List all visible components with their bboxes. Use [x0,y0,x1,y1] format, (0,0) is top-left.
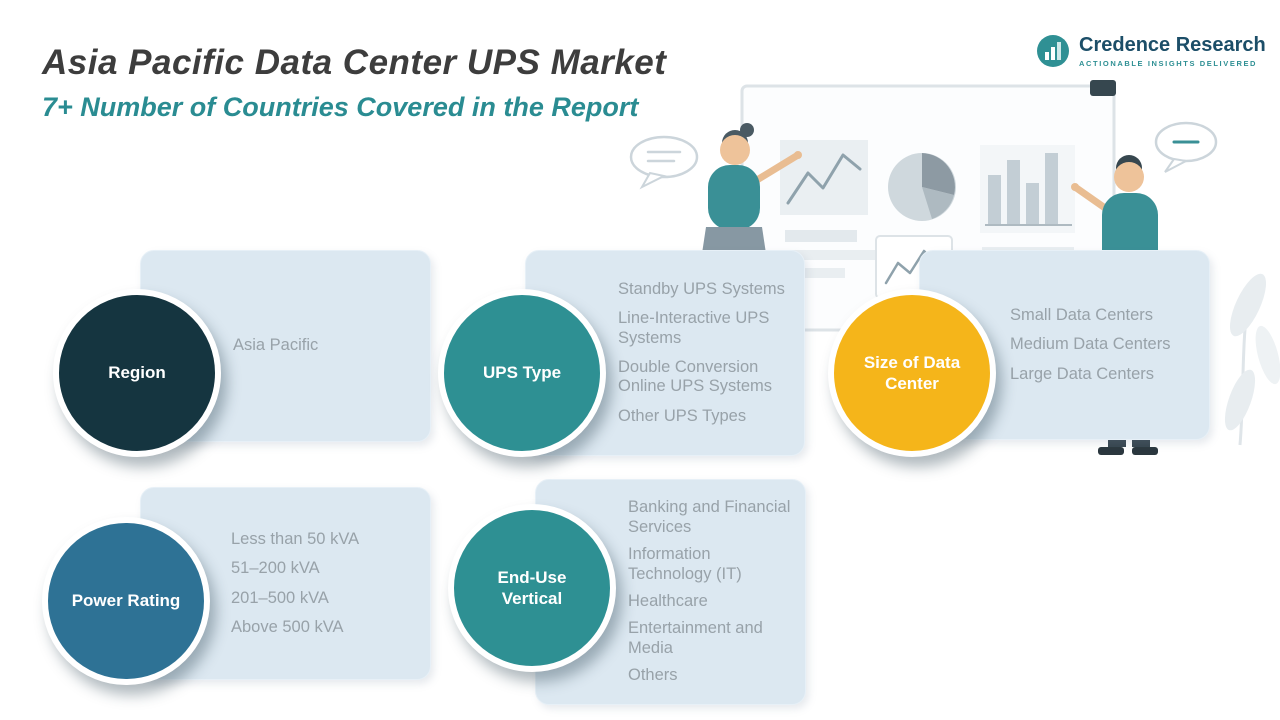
segment-item: Line-Interactive UPS Systems [618,309,770,347]
segment-item: Small Data Centers [1010,305,1154,324]
pie-chart-graphic [888,153,956,221]
segment-bubble-ups-type: UPS Type [438,289,606,457]
page-title: Asia Pacific Data Center UPS Market [42,43,667,83]
segment-items-size: Small Data Centers Medium Data Centers L… [1010,306,1199,384]
page-subtitle: 7+ Number of Countries Covered in the Re… [42,92,639,123]
whiteboard-graphic [740,80,1116,332]
segment-item: Standby UPS Systems [618,279,785,298]
segment-bubble-size-of-data-center: Size of Data Center [828,289,996,457]
bar-chart-logo-icon [1037,35,1069,67]
segment-item: 201–500 kVA [231,588,329,607]
segment-label-size-of-data-center: Size of Data Center [863,352,961,393]
segment-items-region: Asia Pacific [233,336,418,355]
segment-label-end-use-vertical: End-Use Vertical [497,567,567,608]
segment-item: Other UPS Types [618,406,747,425]
segment-item: 51–200 kVA [231,559,320,578]
segment-item: Entertainment and Media [628,619,763,657]
segment-items-end-use: Banking and Financial Services Informati… [628,498,795,686]
background-illustration [629,80,1280,455]
plant-graphic [1224,273,1280,446]
segment-item: Medium Data Centers [1010,335,1171,354]
segment-label-ups-type: UPS Type [482,363,562,383]
logo-text-block: Credence Research Actionable Insights De… [1079,34,1266,68]
segment-item: Banking and Financial Services [628,498,791,536]
segment-bubble-power-rating: Power Rating [42,517,210,685]
bar-chart-graphic [980,145,1075,233]
speech-bubble-left [629,135,699,190]
credence-research-logo: Credence Research Actionable Insights De… [1036,34,1266,68]
segment-label-region: Region [108,363,166,383]
segment-item: Less than 50 kVA [231,529,360,548]
logo-brand-name: Credence Research [1079,34,1266,56]
segment-bubble-end-use-vertical: End-Use Vertical [448,504,616,672]
segment-item: Others [628,666,678,685]
segment-items-power-rating: Less than 50 kVA 51–200 kVA 201–500 kVA … [231,530,418,638]
segment-item: Above 500 kVA [231,617,344,636]
segment-items-ups-type: Standby UPS Systems Line-Interactive UPS… [618,280,794,427]
segment-label-power-rating: Power Rating [71,591,181,611]
logo-tagline: Actionable Insights Delivered [1079,59,1258,68]
segment-item: Double Conversion Online UPS Systems [618,358,773,396]
segment-item: Healthcare [628,592,708,610]
segment-item: Information Technology (IT) [628,545,742,583]
segment-bubble-region: Region [53,289,221,457]
segment-item: Large Data Centers [1010,364,1154,383]
segment-item: Asia Pacific [233,336,319,355]
speech-bubble-right [1154,121,1218,173]
